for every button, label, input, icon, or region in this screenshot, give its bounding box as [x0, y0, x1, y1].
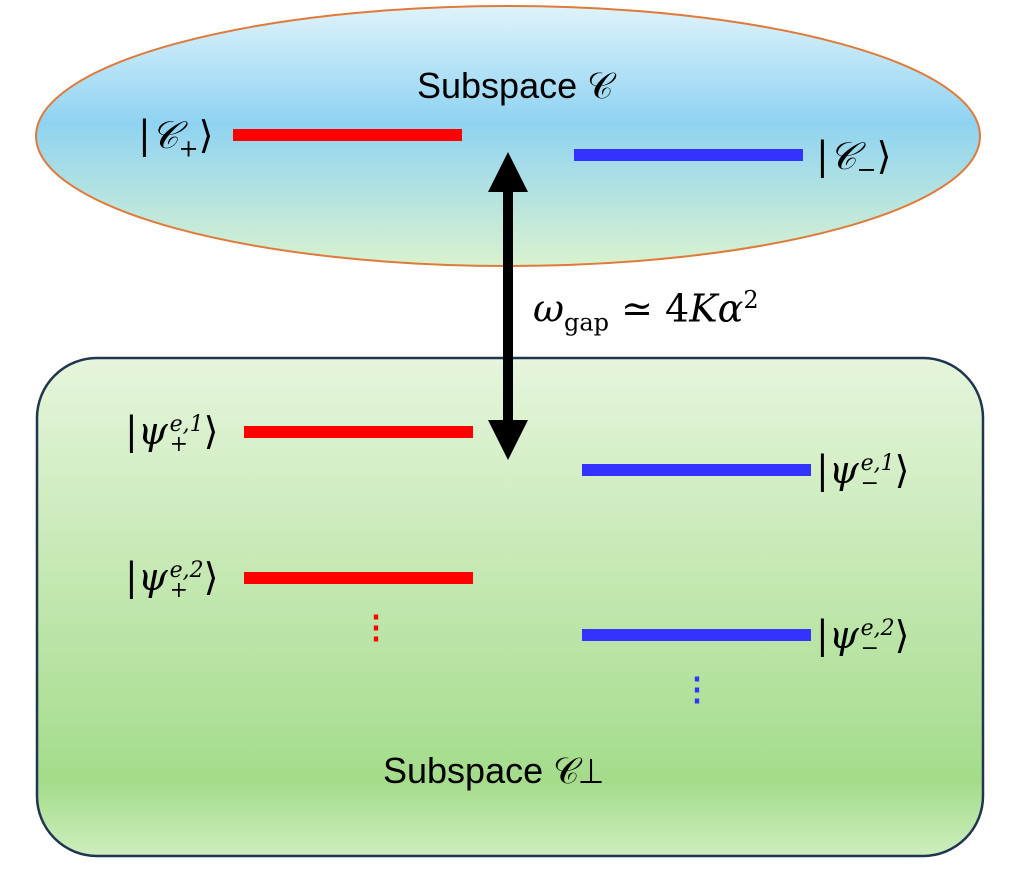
gap-label: ωgap ≃ 4Kα2	[533, 286, 759, 337]
ellipsis-minus: ⋮	[681, 671, 713, 707]
ellipsis-plus: ⋮	[360, 609, 392, 645]
ket-c-plus: |𝒞+⟩	[138, 113, 214, 163]
subspace-c-label: Subspace 𝒞	[417, 65, 614, 106]
subspace-perp-label: Subspace 𝒞⊥	[383, 750, 603, 791]
gap-arrow	[488, 152, 528, 460]
ket-c-minus: |𝒞−⟩	[816, 134, 892, 184]
